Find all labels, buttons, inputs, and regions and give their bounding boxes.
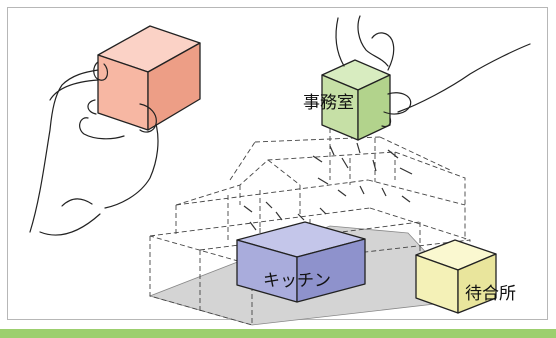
hand-left-icon (29, 61, 159, 236)
label-office: 事務室 (303, 93, 354, 113)
office-block (321, 59, 391, 141)
kitchen-block (236, 221, 366, 303)
accent-bar (0, 329, 556, 338)
waiting-room-block (415, 239, 497, 314)
salmon-block (97, 25, 201, 131)
label-waiting-room: 待合所 (465, 284, 516, 304)
label-kitchen: キッチン (263, 271, 331, 291)
motion-strokes (243, 142, 413, 231)
hand-top-icon (335, 15, 531, 128)
